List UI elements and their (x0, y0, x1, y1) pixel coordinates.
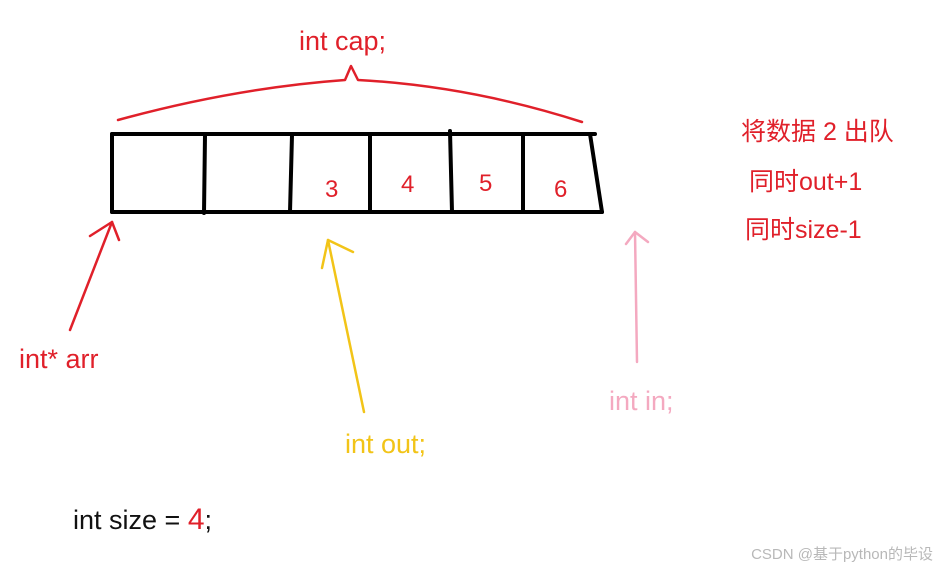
array-divider (202, 133, 207, 215)
out-arrow (320, 238, 366, 414)
cell-value: 4 (401, 171, 415, 198)
size-prefix: int size = (73, 505, 188, 535)
in-arrow (624, 230, 650, 364)
cap-label: int cap; (299, 26, 387, 56)
array-divider (448, 129, 454, 214)
arr-label: int* arr (19, 344, 99, 374)
array-divider (288, 133, 294, 214)
out-label: int out; (345, 429, 427, 459)
array-divider (588, 132, 604, 214)
watermark: CSDN @基于python的毕设 (751, 546, 933, 563)
size-value: 4 (187, 503, 205, 536)
note-dequeue: 将数据 2 出队 (741, 118, 894, 146)
cell-value: 5 (479, 170, 493, 197)
array-box (110, 129, 604, 215)
cell-value: 6 (554, 176, 568, 203)
note-out-increment: 同时out+1 (749, 168, 863, 196)
size-suffix: ; (204, 505, 213, 535)
in-label: int in; (609, 386, 674, 416)
size-line: int size = 4; (73, 505, 212, 535)
cell-value: 3 (325, 176, 339, 203)
note-size-decrement: 同时size-1 (745, 216, 862, 244)
cap-brace (116, 64, 584, 124)
arr-arrow (68, 220, 121, 332)
